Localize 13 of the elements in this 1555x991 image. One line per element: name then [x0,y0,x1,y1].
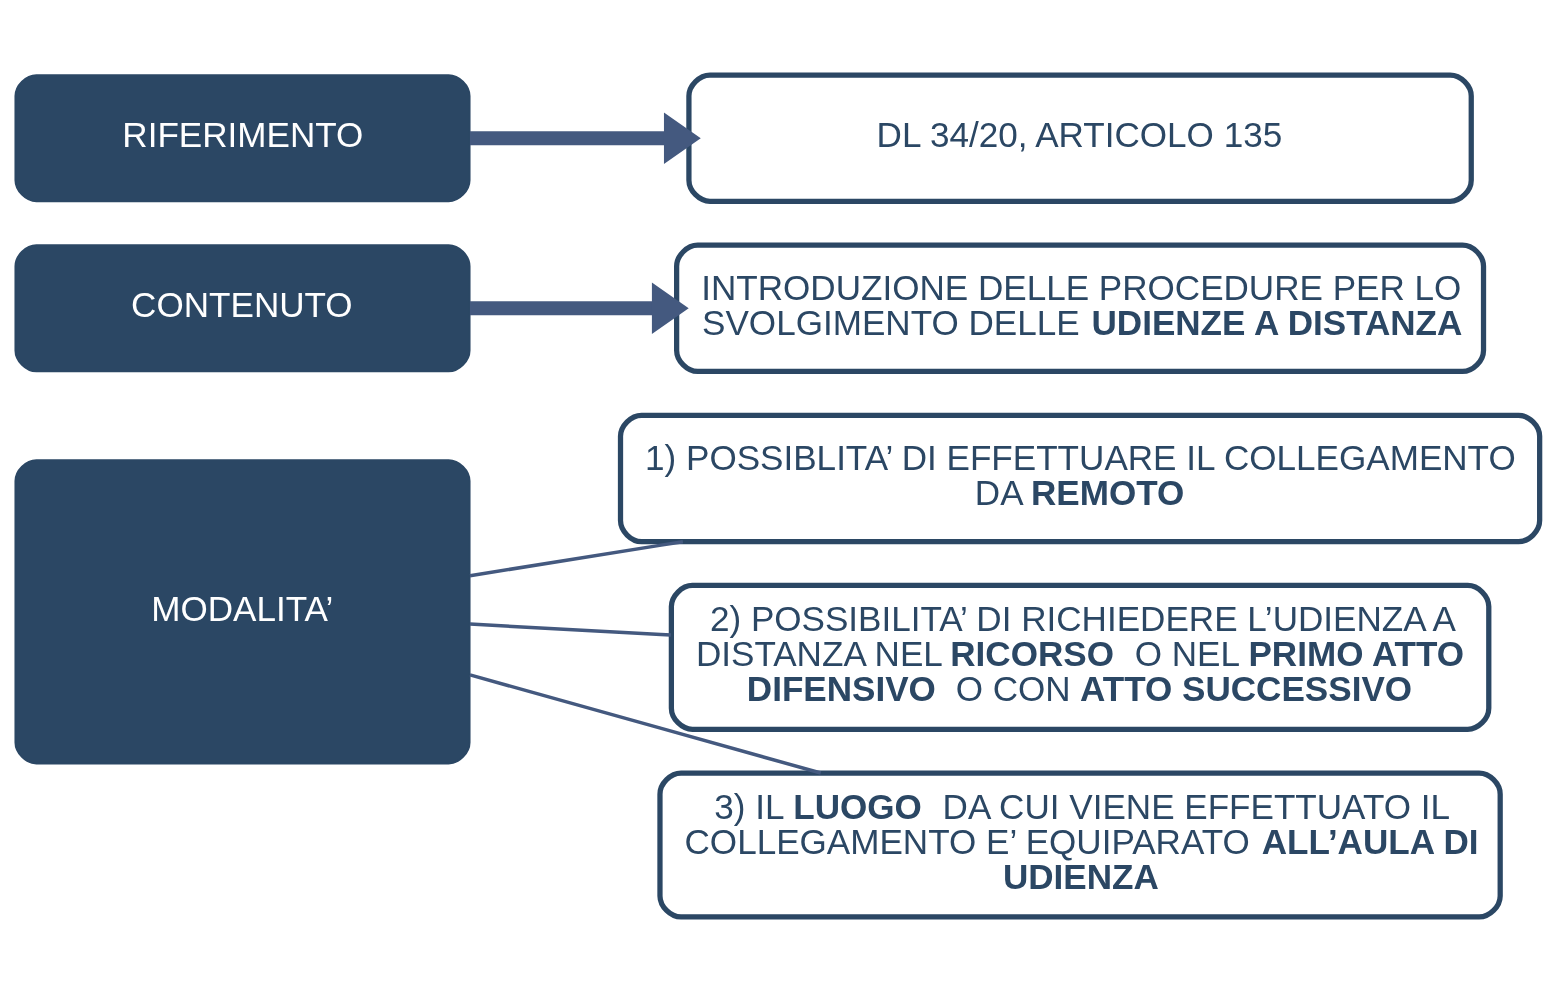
node-box: 1) POSSIBLITA’ DI EFFETTUARE IL COLLEGAMENTO DA REMOTO [617,412,1543,544]
node-box: MODALITA’ [14,458,471,764]
arrow [469,111,701,164]
node-box: 3) IL LUOGO DA CUI VIENE EFFETTUATO IL COLLEGAMENTO E’ EQUIPARATO ALL’AULA DI UDIENZA [657,770,1503,920]
node-box: RIFERIMENTO [14,73,471,202]
node-box: CONTENUTO [14,243,471,372]
connector [469,621,671,637]
node-box: INTRODUZIONE DELLE PROCEDURE PER LO SVOLGIMENTO DELLE UDIENZE A DISTANZA [674,242,1487,374]
node-box: 2) POSSIBILITA’ DI RICHIEDERE L’UDIENZA A DISTANZA NEL RICORSO O NEL PRIMO ATTO DIFENSIVO O CON ATTO SUCCESSIVO [668,582,1492,732]
node-box: DL 34/20, ARTICOLO 135 [686,71,1474,204]
connector [469,539,684,577]
arrow [469,282,689,334]
connector [469,672,822,775]
